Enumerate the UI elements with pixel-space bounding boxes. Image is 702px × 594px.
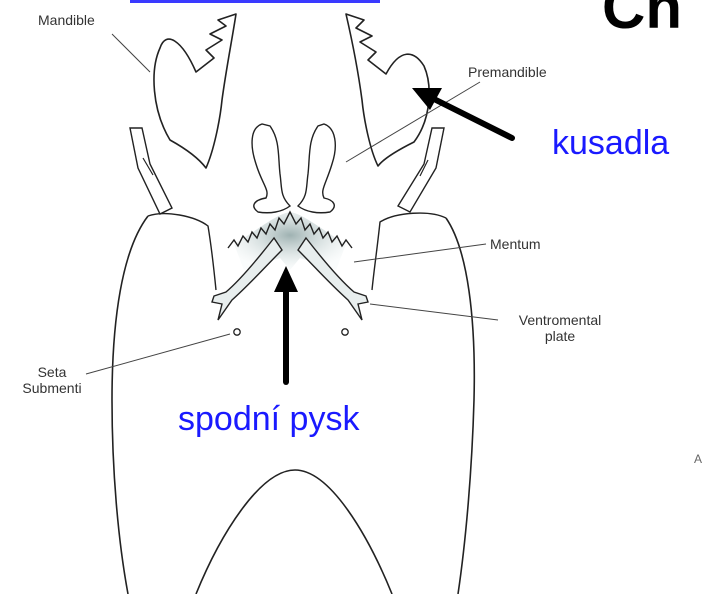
label-seta-submenti: Seta Submenti [20,364,84,396]
right-premandible [298,124,335,213]
label-seta-line2: Submenti [20,380,84,396]
head-capsule-rim-left [148,214,216,290]
left-premandible [252,124,290,213]
mentum-shading [234,212,346,270]
label-ventromental-line1: Ventromental [500,312,620,328]
label-seta-line1: Seta [20,364,84,380]
arrow-spodni-pysk [274,266,298,382]
left-mandible [154,14,236,168]
annotation-kusadla: kusadla [552,124,669,162]
leader-mentum [354,244,486,262]
leader-mandible [112,34,150,72]
annotation-spodni-pysk: spodní pysk [178,400,359,438]
label-mentum: Mentum [490,236,541,252]
head-capsule-bottom-notch [196,470,392,594]
left-seta-submenti [234,329,240,335]
left-appendage [130,128,172,214]
leader-ventromental [370,304,498,320]
label-premandible: Premandible [468,64,547,80]
edge-text-fragment: A [694,452,702,466]
label-ventromental-plate: Ventromental plate [500,312,620,344]
right-seta-submenti [342,329,348,335]
leader-premandible [346,82,480,162]
label-mandible: Mandible [38,12,95,28]
leader-seta-submenti [86,334,230,374]
label-ventromental-line2: plate [500,328,620,344]
right-appendage [398,128,444,212]
head-capsule-rim-right [372,213,446,290]
